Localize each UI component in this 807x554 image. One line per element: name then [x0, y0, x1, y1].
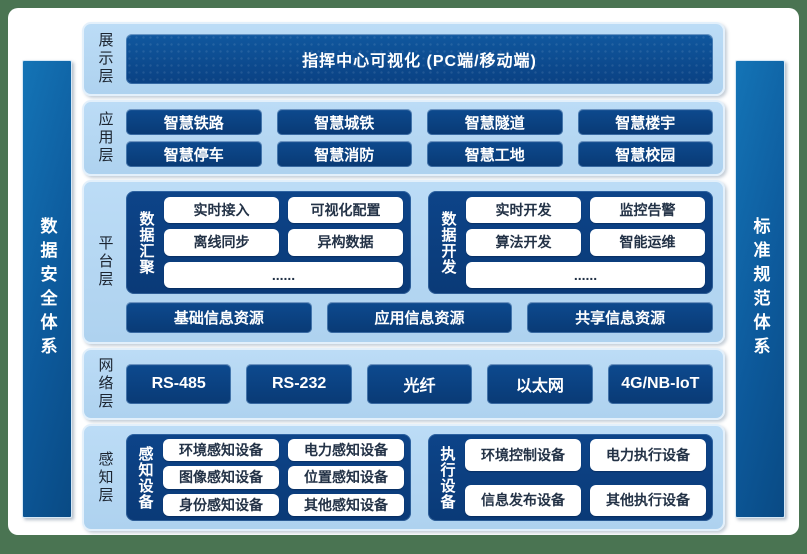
pill-env-control: 环境控制设备	[465, 439, 581, 471]
layer-perception: 感知层 感知设备 环境感知设备 电力感知设备 图像感知设备 位置感知设备 身份感…	[82, 424, 725, 531]
group-data-aggregation: 数据汇聚 实时接入 可视化配置 离线同步 异构数据 ......	[126, 191, 411, 294]
group-execution-devices: 执行设备 环境控制设备 电力执行设备 信息发布设备 其他执行设备	[428, 434, 713, 521]
app-block-fire: 智慧消防	[276, 141, 412, 167]
app-block-metro: 智慧城铁	[276, 109, 412, 135]
group-data-development-label: 数据开发	[439, 210, 457, 275]
group-execution-devices-items: 环境控制设备 电力执行设备 信息发布设备 其他执行设备	[465, 439, 706, 516]
platform-resources-row: 基础信息资源 应用信息资源 共享信息资源	[126, 302, 714, 333]
layer-platform-label-col: 平台层	[84, 182, 126, 342]
layer-network: 网络层 RS-485 RS-232 光纤 以太网 4G/NB-IoT	[82, 348, 725, 420]
pill-heterogeneous-data: 异构数据	[288, 229, 403, 256]
app-block-campus: 智慧校园	[577, 141, 713, 167]
pillar-standards: 标准规范体系	[735, 60, 785, 518]
group-sensing-devices-items: 环境感知设备 电力感知设备 图像感知设备 位置感知设备 身份感知设备 其他感知设…	[163, 439, 404, 516]
net-block-ethernet: 以太网	[487, 364, 593, 404]
layer-network-body: RS-485 RS-232 光纤 以太网 4G/NB-IoT	[126, 350, 723, 418]
layer-perception-label: 感知层	[96, 450, 114, 505]
pill-env-sensing: 环境感知设备	[163, 439, 279, 462]
pill-realtime-access: 实时接入	[164, 197, 279, 224]
layer-display-body: 指挥中心可视化 (PC端/移动端)	[126, 24, 723, 94]
group-sensing-devices-label: 感知设备	[136, 445, 154, 510]
group-execution-devices-label: 执行设备	[438, 445, 456, 510]
pill-image-sensing: 图像感知设备	[163, 466, 279, 489]
resource-shared-info: 共享信息资源	[527, 302, 714, 333]
pill-identity-sensing: 身份感知设备	[163, 493, 279, 516]
pill-power-sensing: 电力感知设备	[288, 439, 404, 462]
layer-display-label-col: 展示层	[84, 24, 126, 94]
net-block-rs485: RS-485	[126, 364, 232, 404]
group-data-aggregation-items: 实时接入 可视化配置 离线同步 异构数据 ......	[164, 197, 403, 288]
pill-realtime-dev: 实时开发	[466, 197, 581, 224]
diagram-canvas: 数据安全体系 展示层 指挥中心可视化 (PC端/移动端) 应用层 智慧铁路 智	[8, 8, 799, 535]
pill-ellipsis-aggregation: ......	[164, 261, 403, 288]
pill-other-execution: 其他执行设备	[590, 484, 706, 516]
banner-command-center: 指挥中心可视化 (PC端/移动端)	[126, 34, 713, 84]
layer-network-label-col: 网络层	[84, 350, 126, 418]
pill-info-publish: 信息发布设备	[465, 484, 581, 516]
layer-perception-body: 感知设备 环境感知设备 电力感知设备 图像感知设备 位置感知设备 身份感知设备 …	[126, 426, 723, 529]
layer-network-label: 网络层	[96, 357, 114, 411]
pill-visual-config: 可视化配置	[288, 197, 403, 224]
app-block-building: 智慧楼宇	[577, 109, 713, 135]
pill-power-execution: 电力执行设备	[590, 439, 706, 471]
pillar-data-security: 数据安全体系	[22, 60, 72, 518]
layer-perception-label-col: 感知层	[84, 426, 126, 529]
app-block-railway: 智慧铁路	[126, 109, 262, 135]
layer-platform-label: 平台层	[96, 235, 114, 289]
app-block-tunnel: 智慧隧道	[427, 109, 563, 135]
app-block-parking: 智慧停车	[126, 141, 262, 167]
layer-display-label: 展示层	[96, 32, 114, 86]
group-sensing-devices: 感知设备 环境感知设备 电力感知设备 图像感知设备 位置感知设备 身份感知设备 …	[126, 434, 411, 521]
pill-ellipsis-development: ......	[466, 261, 705, 288]
net-block-4g-nbiot: 4G/NB-IoT	[607, 364, 714, 404]
pill-offline-sync: 离线同步	[164, 229, 279, 256]
layer-application-label: 应用层	[96, 111, 114, 165]
pill-algorithm-dev: 算法开发	[466, 229, 581, 256]
resource-app-info: 应用信息资源	[326, 302, 513, 333]
app-block-worksite: 智慧工地	[427, 141, 563, 167]
group-data-aggregation-label: 数据汇聚	[137, 210, 155, 275]
layer-stack: 展示层 指挥中心可视化 (PC端/移动端) 应用层 智慧铁路 智慧城铁 智慧隧道…	[82, 22, 725, 531]
pillar-data-security-label: 数据安全体系	[37, 217, 57, 361]
net-block-fiber: 光纤	[366, 364, 473, 404]
layer-platform-body: 数据汇聚 实时接入 可视化配置 离线同步 异构数据 ...... 数据开发	[126, 182, 723, 342]
net-block-rs232: RS-232	[246, 364, 352, 404]
group-data-development: 数据开发 实时开发 监控告警 算法开发 智能运维 ......	[428, 191, 713, 294]
pill-monitor-alert: 监控告警	[590, 197, 705, 224]
pill-other-sensing: 其他感知设备	[288, 493, 404, 516]
pillar-standards-label: 标准规范体系	[750, 217, 770, 361]
layer-platform: 平台层 数据汇聚 实时接入 可视化配置 离线同步 异构数据 ......	[82, 180, 725, 344]
layer-display: 展示层 指挥中心可视化 (PC端/移动端)	[82, 22, 725, 96]
layer-application: 应用层 智慧铁路 智慧城铁 智慧隧道 智慧楼宇 智慧停车 智慧消防 智慧工地 智…	[82, 100, 725, 176]
layer-application-label-col: 应用层	[84, 102, 126, 174]
pill-intelligent-ops: 智能运维	[590, 229, 705, 256]
pill-location-sensing: 位置感知设备	[288, 466, 404, 489]
group-data-development-items: 实时开发 监控告警 算法开发 智能运维 ......	[466, 197, 705, 288]
platform-groups-row: 数据汇聚 实时接入 可视化配置 离线同步 异构数据 ...... 数据开发	[126, 191, 713, 294]
layer-application-body: 智慧铁路 智慧城铁 智慧隧道 智慧楼宇 智慧停车 智慧消防 智慧工地 智慧校园	[126, 102, 723, 174]
resource-basic-info: 基础信息资源	[126, 302, 312, 333]
